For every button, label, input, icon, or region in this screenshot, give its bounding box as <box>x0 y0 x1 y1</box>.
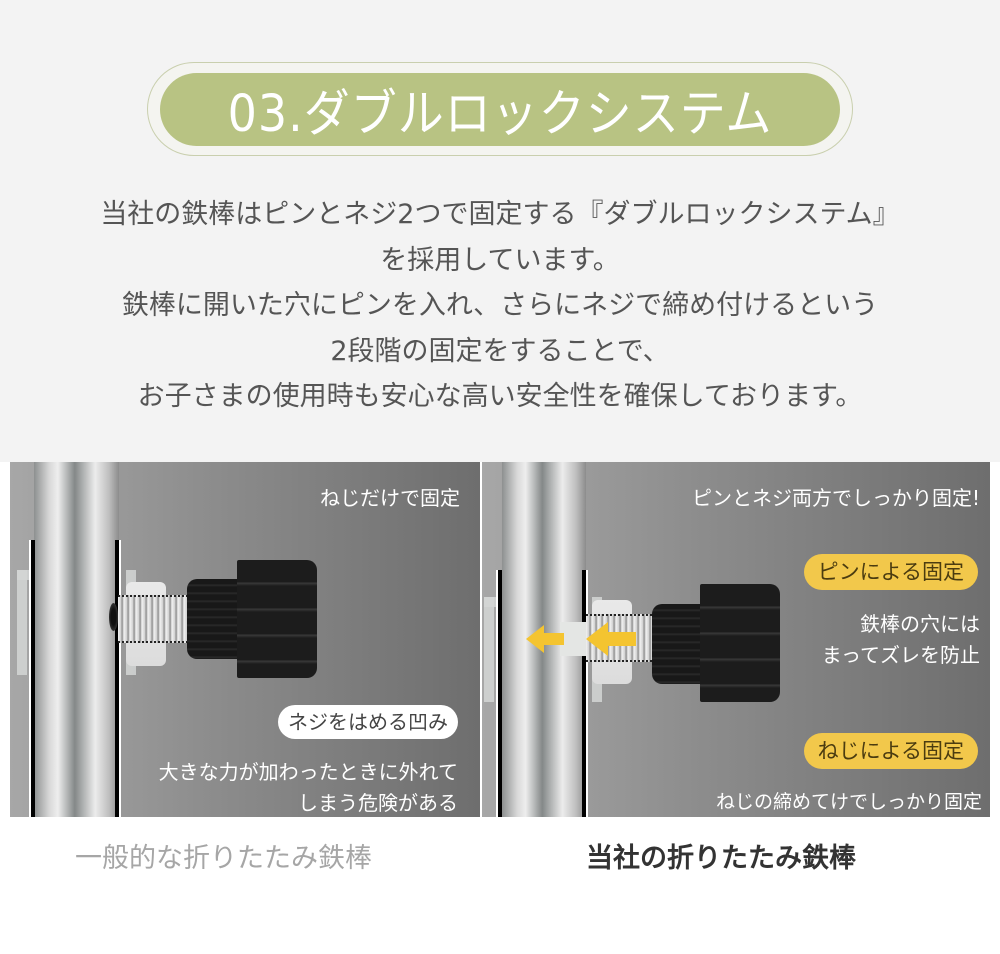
section-title-pill: 03.ダブルロックシステム <box>160 73 840 146</box>
comparison-panel-standard: ねじだけで固定 ネジをはめる凹み 大きな力が加わったときに外れて しまう危険があ… <box>10 462 480 817</box>
panel-heading: ピンとネジ両方でしっかり固定! <box>691 486 980 510</box>
caption-standard-bar: 一般的な折りたたみ鉄棒 <box>75 843 372 874</box>
comparison-panel-double-lock: ピンとネジ両方でしっかり固定! ピンによる固定 鉄棒の穴には まってズレを防止 … <box>482 462 990 817</box>
intro-paragraph: 当社の鉄棒はピンとネジ2つで固定する『ダブルロックシステム』 を採用しています。… <box>0 192 1000 420</box>
screw-lock-badge: ねじによる固定 <box>803 733 978 769</box>
pin-note-line: 鉄棒の穴には <box>860 612 980 636</box>
caption-our-bar: 当社の折りたたみ鉄棒 <box>586 843 856 874</box>
intro-line: 当社の鉄棒はピンとネジ2つで固定する『ダブルロックシステム』 <box>100 199 900 230</box>
intro-line: 鉄棒に開いた穴にピンを入れ、さらにネジで締め付けるという <box>121 290 879 321</box>
pin-note-line: まってズレを防止 <box>821 643 980 667</box>
intro-line: お子さまの使用時も安心な高い安全性を確保しております。 <box>137 381 863 412</box>
section-title: 03.ダブルロックシステム <box>227 83 773 143</box>
warning-note-line: 大きな力が加わったときに外れて <box>158 760 458 784</box>
recess-badge: ネジをはめる凹み <box>278 705 458 739</box>
intro-line: 2段階の固定をすることで、 <box>330 335 670 367</box>
intro-line: を採用しています。 <box>380 244 620 276</box>
pin-lock-badge: ピンによる固定 <box>803 554 978 590</box>
screw-note: ねじの締めてけでしっかり固定 <box>715 791 982 813</box>
warning-note-line: しまう危険がある <box>298 791 458 815</box>
pin <box>560 622 586 656</box>
panel-heading: ねじだけで固定 <box>320 486 460 510</box>
